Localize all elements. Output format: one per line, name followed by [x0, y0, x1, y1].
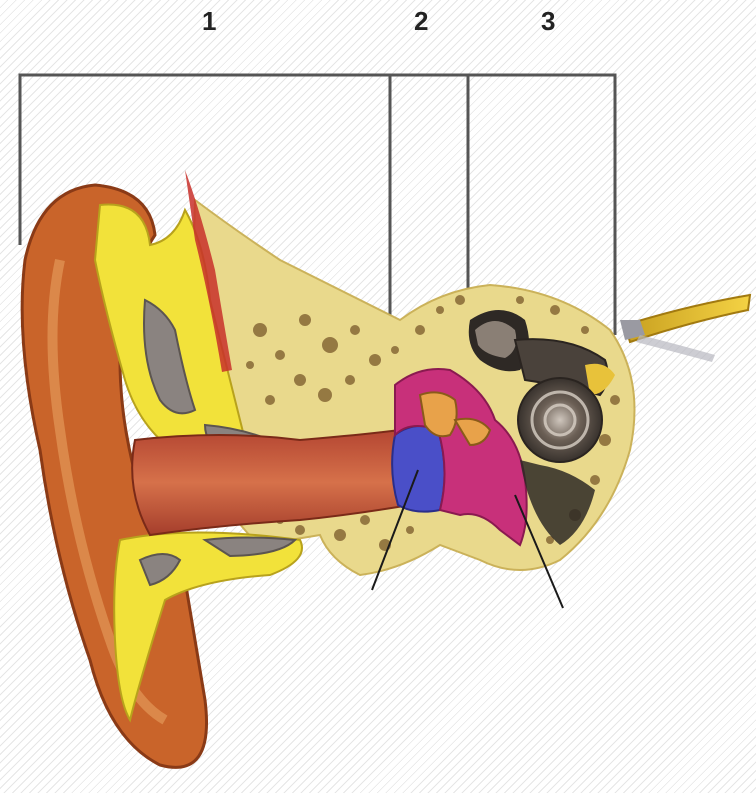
auditory-nerve: [620, 295, 750, 362]
label-1: 1: [202, 6, 216, 36]
eardrum: [392, 426, 444, 512]
label-2: 2: [414, 6, 428, 36]
label-3: 3: [541, 6, 555, 36]
